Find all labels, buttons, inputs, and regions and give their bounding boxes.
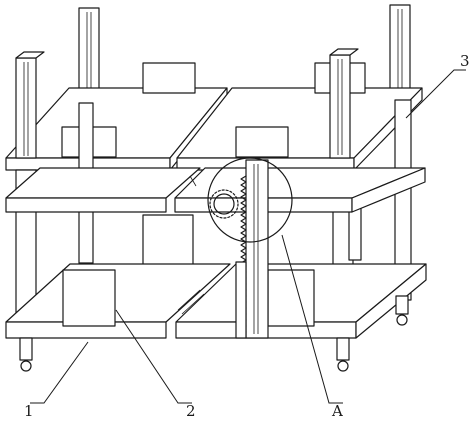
gear-icon	[209, 189, 239, 219]
leader-lines	[30, 69, 466, 404]
middle-shelf	[5, 167, 426, 213]
front-posts-top	[15, 48, 359, 159]
back-posts	[78, 4, 411, 104]
label-2: 2	[186, 402, 196, 420]
label-1: 1	[24, 402, 34, 420]
label-a: A	[331, 402, 343, 420]
casters	[19, 295, 409, 372]
rack-column	[235, 159, 269, 339]
top-shelf	[5, 62, 423, 171]
bottom-shelf	[5, 263, 427, 339]
label-3: 3	[460, 52, 470, 70]
detail-circle-a	[207, 157, 293, 243]
